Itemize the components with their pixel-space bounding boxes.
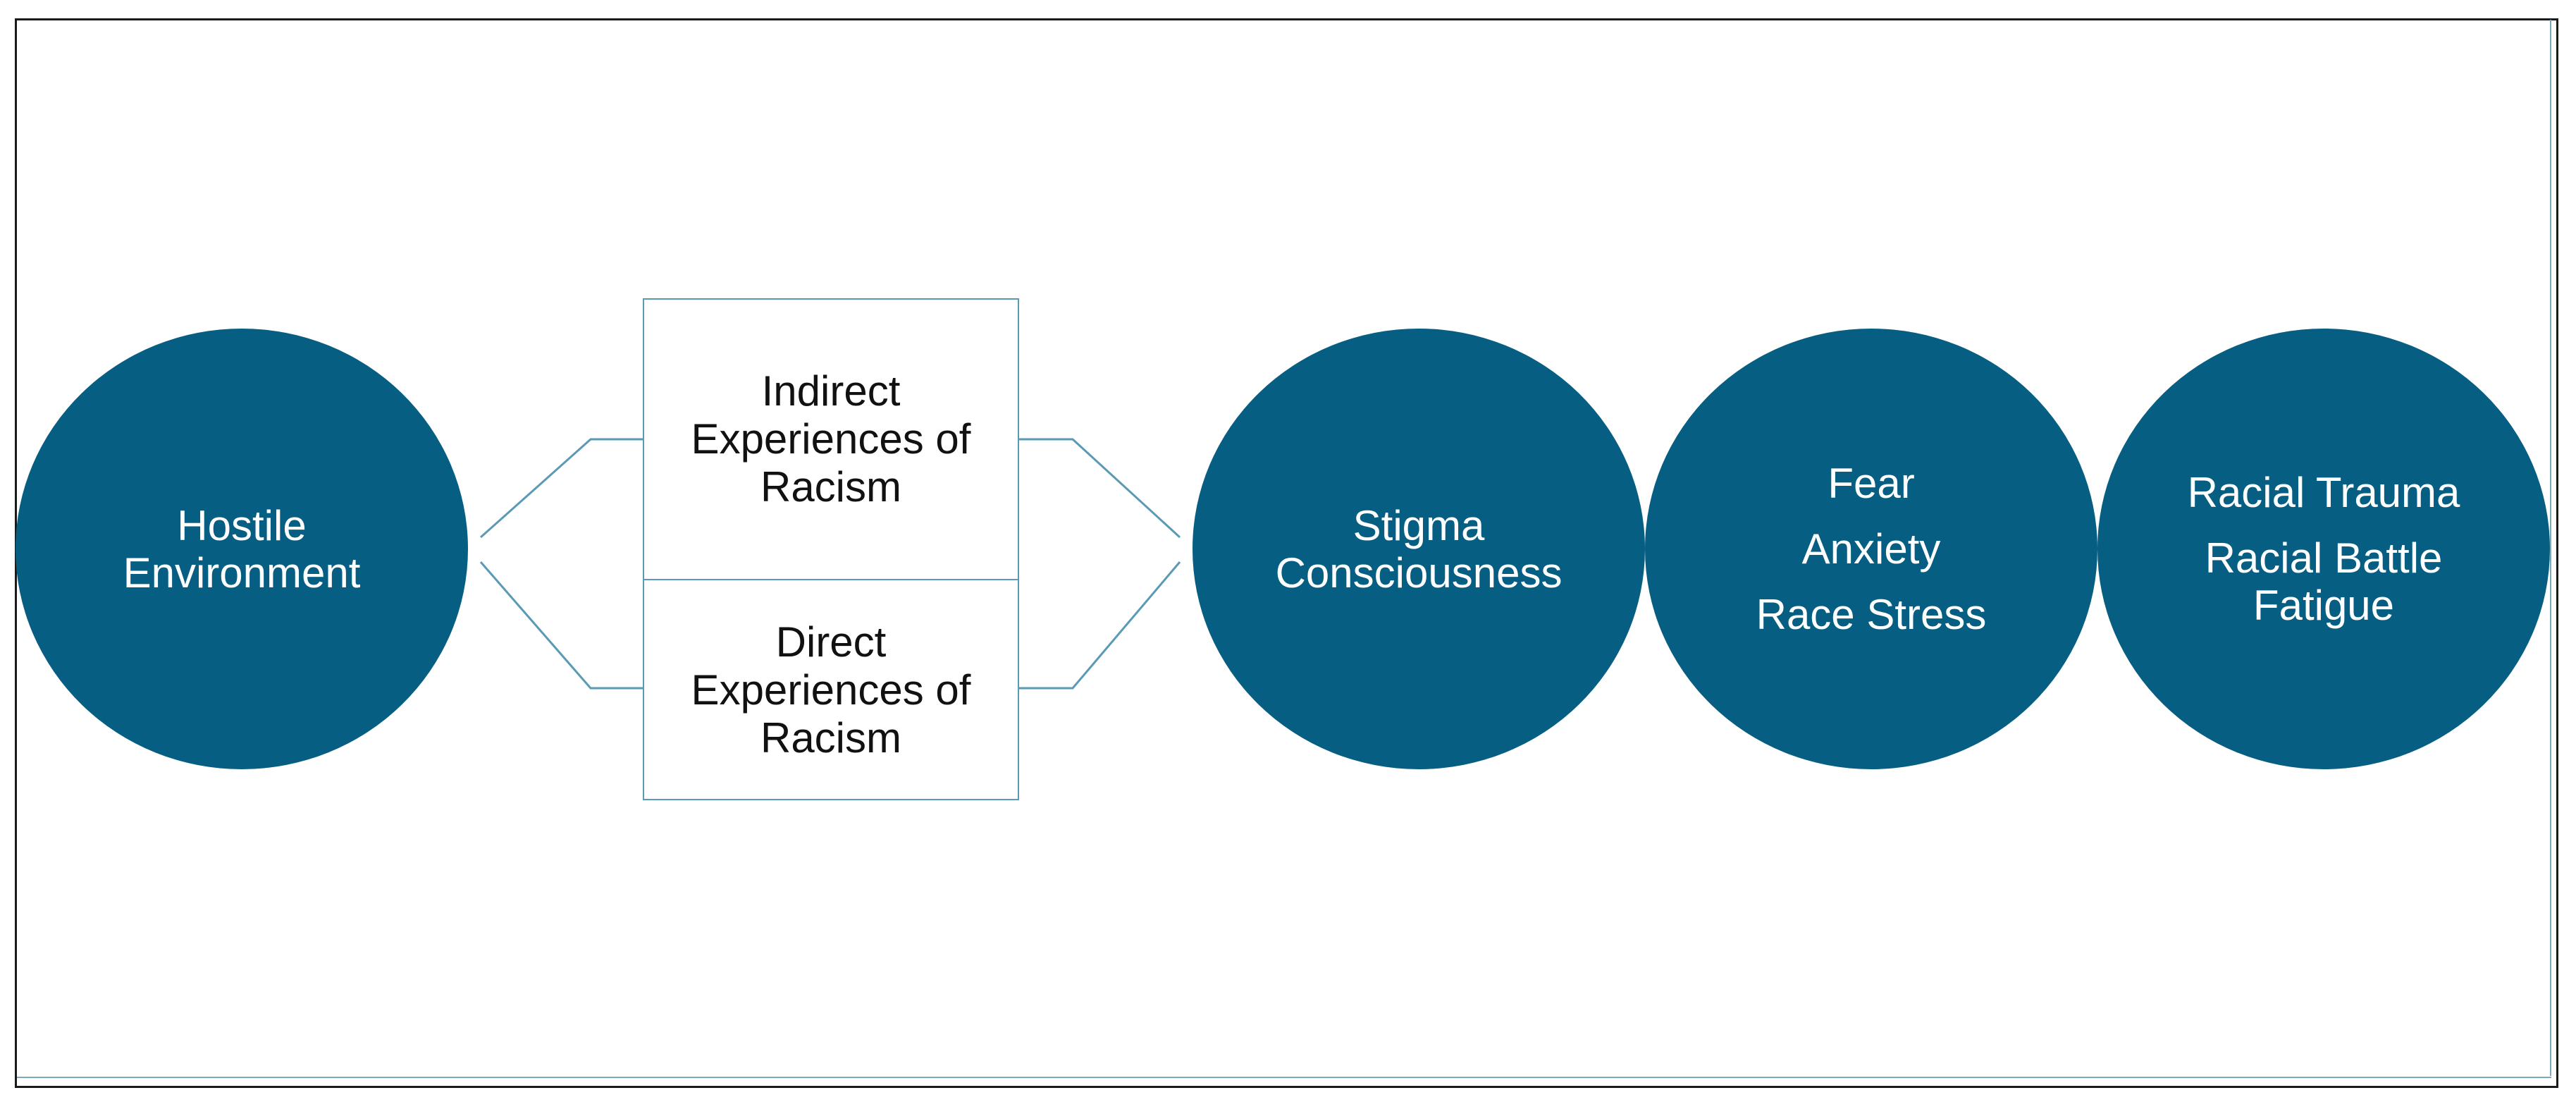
node-label-line: Stigma (1352, 501, 1485, 549)
node-racial-trauma-battle-fatigue: Racial Trauma Racial Battle Fatigue (2097, 329, 2550, 769)
node-label-line: Race Stress (1756, 591, 1987, 638)
node-direct-experiences: Direct Experiences of Racism (644, 580, 1018, 800)
node-label-line: Environment (123, 549, 361, 597)
node-fear-anxiety-race-stress: Fear Anxiety Race Stress (1645, 329, 2097, 769)
node-label-line: Experiences of (691, 666, 971, 714)
node-label-line: Fatigue (2253, 582, 2395, 629)
node-indirect-experiences: Indirect Experiences of Racism (644, 300, 1018, 580)
node-stigma-consciousness: Stigma Consciousness (1193, 329, 1645, 769)
experiences-box-group: Indirect Experiences of Racism Direct Ex… (643, 298, 1019, 800)
node-label-line: Racial Battle (2205, 534, 2443, 582)
node-label-line: Racial Trauma (2187, 469, 2460, 516)
node-label-line: Hostile (177, 501, 307, 549)
node-label-line: Direct (775, 618, 887, 666)
node-label-line: Anxiety (1801, 525, 1941, 573)
node-label-line: Consciousness (1275, 549, 1563, 597)
node-label-line: Racism (760, 714, 901, 762)
node-label-line: Racism (760, 463, 901, 510)
frame-inner-line-right (2550, 20, 2551, 1076)
node-hostile-environment: Hostile Environment (16, 329, 468, 769)
node-label-line: Indirect (761, 367, 901, 415)
node-label-line: Experiences of (691, 415, 971, 463)
node-label-line: Fear (1828, 460, 1915, 507)
frame-inner-line-bottom (17, 1077, 2551, 1078)
